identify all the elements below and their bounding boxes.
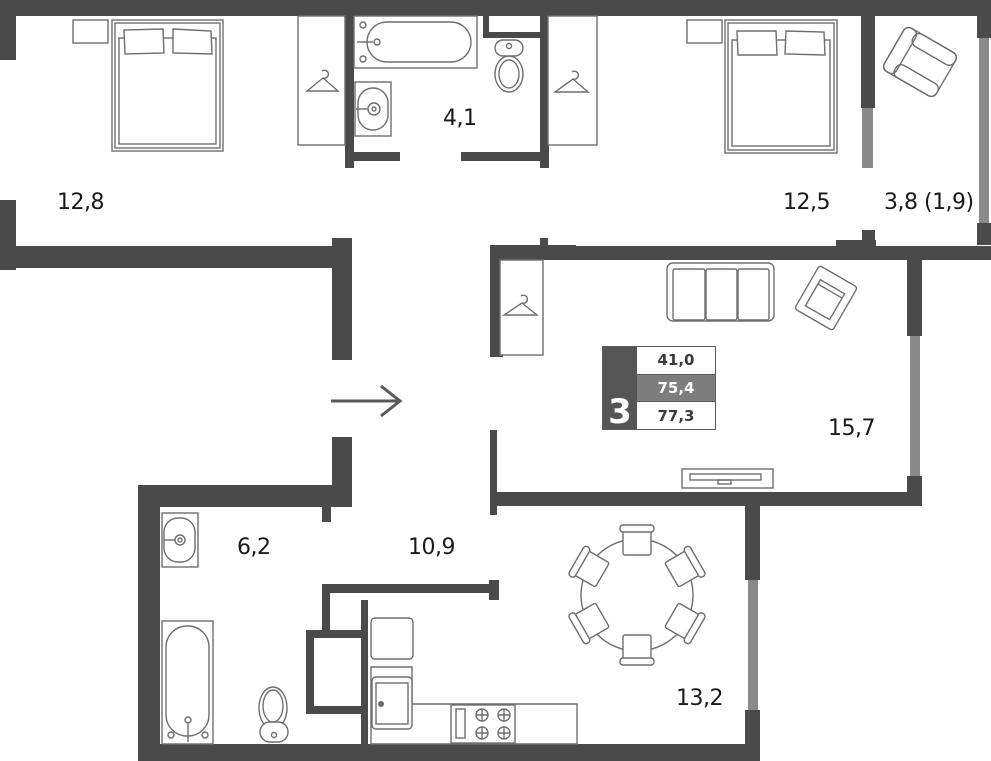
room-area-hallway: 10,9 bbox=[408, 535, 455, 560]
tv-stand-icon bbox=[681, 468, 774, 489]
room-area-balcony: 3,8 (1,9) bbox=[884, 190, 974, 215]
double-bed-icon bbox=[724, 19, 838, 154]
room-area-bedroom-2: 12,5 bbox=[783, 190, 830, 215]
living-area-value: 41,0 bbox=[657, 351, 695, 370]
kitchen-sink-icon bbox=[371, 676, 413, 730]
bathtub-icon bbox=[353, 15, 478, 69]
armchair-icon bbox=[794, 265, 858, 331]
sofa-icon bbox=[666, 262, 775, 322]
arrow-right-icon bbox=[331, 384, 403, 418]
bathroom-2-furniture bbox=[161, 512, 289, 745]
kitchen-furniture bbox=[370, 617, 578, 745]
wardrobe-icon bbox=[297, 15, 346, 146]
rooms-count: 3 bbox=[603, 347, 637, 429]
toilet-icon bbox=[494, 39, 524, 93]
nightstand-icon bbox=[686, 19, 723, 44]
bathroom-1-furniture bbox=[353, 15, 524, 137]
nightstand-icon bbox=[72, 19, 109, 44]
double-bed-icon bbox=[111, 19, 224, 152]
dining-table-icon bbox=[568, 524, 706, 666]
wardrobe-icon bbox=[499, 259, 544, 356]
toilet-icon bbox=[258, 686, 289, 743]
armchair-icon bbox=[883, 26, 957, 98]
bathtub-icon bbox=[161, 620, 214, 745]
room-area-kitchen-dining: 13,2 bbox=[676, 686, 723, 711]
bedroom-1-furniture bbox=[72, 15, 346, 152]
apartment-summary-badge: 3 41,0 75,4 77,3 bbox=[602, 346, 716, 430]
fridge-icon bbox=[370, 617, 414, 660]
stove-icon bbox=[450, 704, 516, 744]
room-area-bathroom-1: 4,1 bbox=[443, 106, 477, 131]
bedroom-2-furniture bbox=[547, 15, 838, 154]
sink-icon bbox=[354, 81, 392, 137]
sink-icon bbox=[161, 512, 199, 568]
living-room-furniture bbox=[499, 259, 858, 489]
room-area-bathroom-2: 6,2 bbox=[237, 535, 271, 560]
room-area-bedroom-1: 12,8 bbox=[57, 190, 104, 215]
total-area-with-balcony-value: 77,3 bbox=[637, 401, 715, 429]
wardrobe-icon bbox=[547, 15, 598, 146]
room-area-living-room: 15,7 bbox=[828, 416, 875, 441]
total-area-value: 75,4 bbox=[637, 373, 715, 402]
